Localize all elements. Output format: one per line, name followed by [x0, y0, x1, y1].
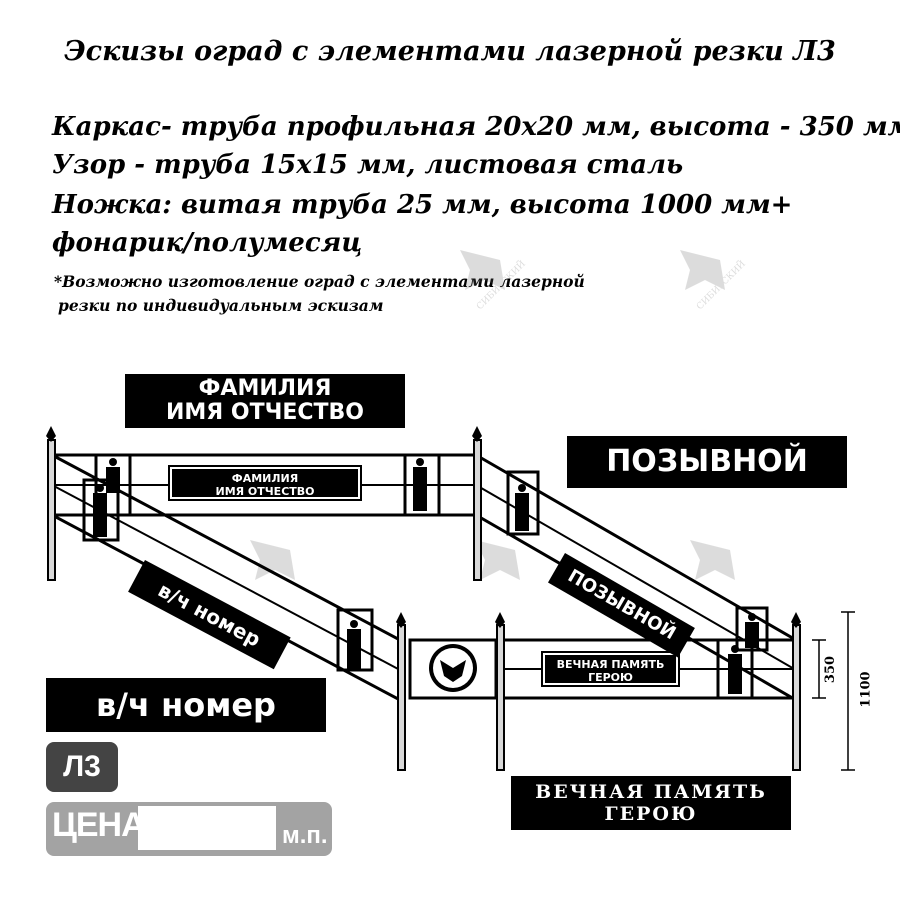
price-bar: ЦЕНА м.п.: [46, 802, 332, 856]
model-tag: Л3: [46, 742, 118, 792]
dimension-350: 350: [823, 655, 839, 684]
page-title: Эскизы оград с элементами лазерной резки…: [64, 36, 836, 67]
watermark-logo: [670, 530, 760, 624]
note-line1: *Возможно изготовление оград с элементам…: [54, 272, 585, 291]
price-value-box: [138, 806, 276, 850]
spec-frame: Каркас- труба профильная 20х20 мм, высот…: [52, 112, 900, 142]
price-unit: м.п.: [282, 822, 328, 849]
post-left: [47, 439, 56, 581]
post-center: [473, 439, 482, 581]
unit-plate: в/ч номер: [46, 678, 326, 732]
spec-pattern: Узор - труба 15х15 мм, листовая сталь: [52, 150, 684, 180]
note-line2: резки по индивидуальным эскизам: [58, 296, 384, 315]
post-front-mid: [496, 624, 505, 771]
price-label: ЦЕНА: [52, 806, 146, 844]
watermark-logo: СИБИРСКИЙ: [660, 240, 750, 334]
post-front-right: [792, 624, 801, 771]
watermark-logo: СИБИРСКИЙ: [440, 240, 530, 334]
spec-leg: Ножка: витая труба 25 мм, высота 1000 мм…: [52, 190, 793, 220]
callsign-plate: ПОЗЫВНОЙ: [567, 436, 847, 488]
post-front-left: [397, 624, 406, 771]
soldier-silhouette-icon: [93, 458, 759, 694]
dimension-1100: 1100: [858, 671, 874, 708]
watermark-logo: [455, 530, 545, 624]
spec-lamp: фонарик/полумесяц: [52, 228, 363, 258]
watermark-logo: [230, 530, 320, 624]
